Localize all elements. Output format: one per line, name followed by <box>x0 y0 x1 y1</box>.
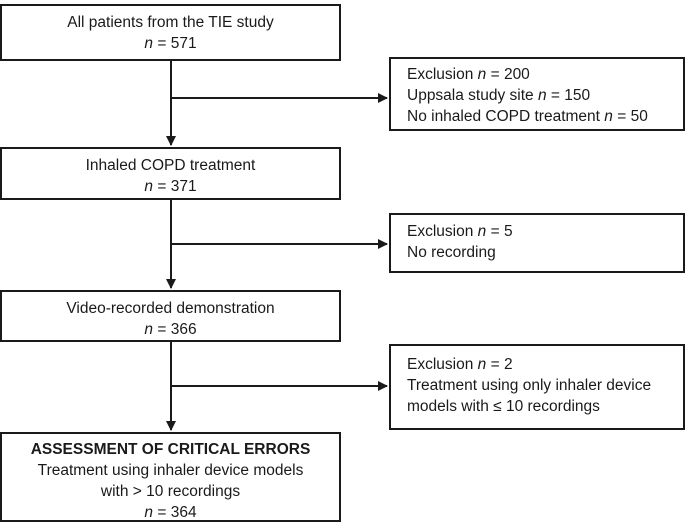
step-inhaled-copd-title: Inhaled COPD treatment <box>85 157 256 174</box>
step-inhaled-copd-treatment: Inhaled COPD treatment n = 371 <box>0 147 341 200</box>
exclusion-3-desc-1: Treatment using only inhaler device <box>407 377 652 394</box>
exclusion-2-no-recording: No recording <box>407 244 496 261</box>
step-assessment-title: ASSESSMENT OF CRITICAL ERRORS <box>30 441 311 458</box>
step-assessment-desc-1: Treatment using inhaler device models <box>37 462 304 479</box>
step-all-patients: All patients from the TIE study n = 571 <box>0 4 341 61</box>
exclusion-box-3: Exclusion n = 2 Treatment using only inh… <box>389 344 685 430</box>
step-video-recorded-count: n = 366 <box>144 321 197 338</box>
exclusion-1-total: Exclusion n = 200 <box>407 66 530 83</box>
exclusion-2-total: Exclusion n = 5 <box>407 223 513 240</box>
exclusion-1-no-treatment: No inhaled COPD treatment n = 50 <box>407 108 648 125</box>
step-assessment-critical-errors: ASSESSMENT OF CRITICAL ERRORS Treatment … <box>0 432 341 522</box>
step-assessment-desc-2: with > 10 recordings <box>100 483 241 500</box>
step-video-recorded-title: Video-recorded demonstration <box>66 300 275 317</box>
step-all-patients-count: n = 571 <box>144 35 197 52</box>
step-all-patients-title: All patients from the TIE study <box>67 14 274 31</box>
step-video-recorded: Video-recorded demonstration n = 366 <box>0 290 341 342</box>
exclusion-box-2: Exclusion n = 5 No recording <box>389 213 685 273</box>
exclusion-3-total: Exclusion n = 2 <box>407 356 513 373</box>
step-assessment-count: n = 364 <box>144 504 197 521</box>
exclusion-3-desc-2: models with ≤ 10 recordings <box>407 398 600 415</box>
step-inhaled-copd-count: n = 371 <box>144 178 197 195</box>
exclusion-1-uppsala: Uppsala study site n = 150 <box>407 87 591 104</box>
exclusion-box-1: Exclusion n = 200 Uppsala study site n =… <box>389 57 685 131</box>
